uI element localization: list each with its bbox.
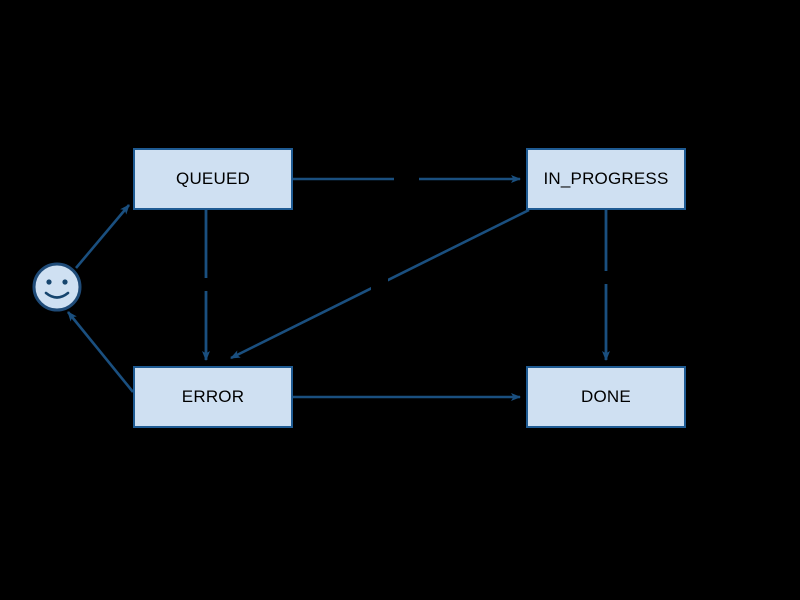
state-node-label: IN_PROGRESS [543, 169, 669, 188]
state-node-in-progress[interactable]: IN_PROGRESS [526, 148, 686, 210]
state-node-error[interactable]: ERROR [133, 366, 293, 428]
state-node-label: DONE [581, 387, 631, 406]
smiley-right-eye-icon [62, 279, 68, 285]
edge-label-in-progress-to-done: finish [599, 270, 630, 284]
state-node-label: ERROR [181, 387, 245, 406]
edge-error-to-start [66, 311, 135, 393]
edge-label-in-progress-to-error: fail [371, 277, 389, 291]
start-state-smiley-icon[interactable] [31, 261, 83, 313]
smiley-mouth-icon [44, 291, 70, 299]
state-node-done[interactable]: DONE [526, 366, 686, 428]
edge-label-queued-to-in-progress: start [394, 171, 420, 185]
state-node-queued[interactable]: QUEUED [133, 148, 293, 210]
edge-label-queued-to-error: fail [199, 277, 217, 291]
state-node-label: QUEUED [176, 169, 250, 188]
edge-start-to-queued [75, 204, 130, 269]
smiley-left-eye-icon [46, 279, 52, 285]
